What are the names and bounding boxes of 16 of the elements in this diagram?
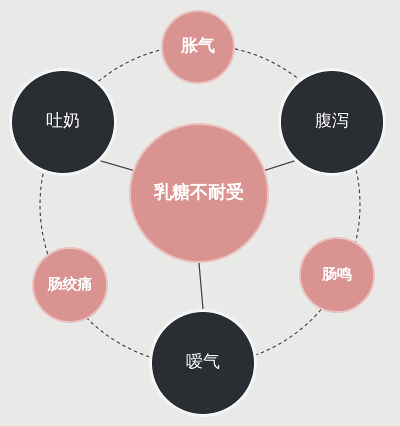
node-label: 吐奶 <box>46 112 80 132</box>
connector-line <box>100 160 133 171</box>
node-label: 腹泻 <box>315 112 349 132</box>
dashed-connector <box>234 48 300 80</box>
dashed-connector <box>40 172 48 254</box>
node-label: 嗳气 <box>186 353 220 373</box>
dashed-connector <box>98 49 162 82</box>
connector-line <box>198 262 204 310</box>
node-label: 肠绞痛 <box>48 276 92 294</box>
dashed-connector <box>87 318 150 358</box>
node-label: 肠鸣 <box>322 266 352 284</box>
dashed-connector <box>256 309 322 356</box>
node-label: 胀气 <box>181 37 215 57</box>
node-label: 乳糖不耐受 <box>154 182 244 204</box>
dashed-connector <box>355 170 361 242</box>
connector-line <box>265 160 295 171</box>
